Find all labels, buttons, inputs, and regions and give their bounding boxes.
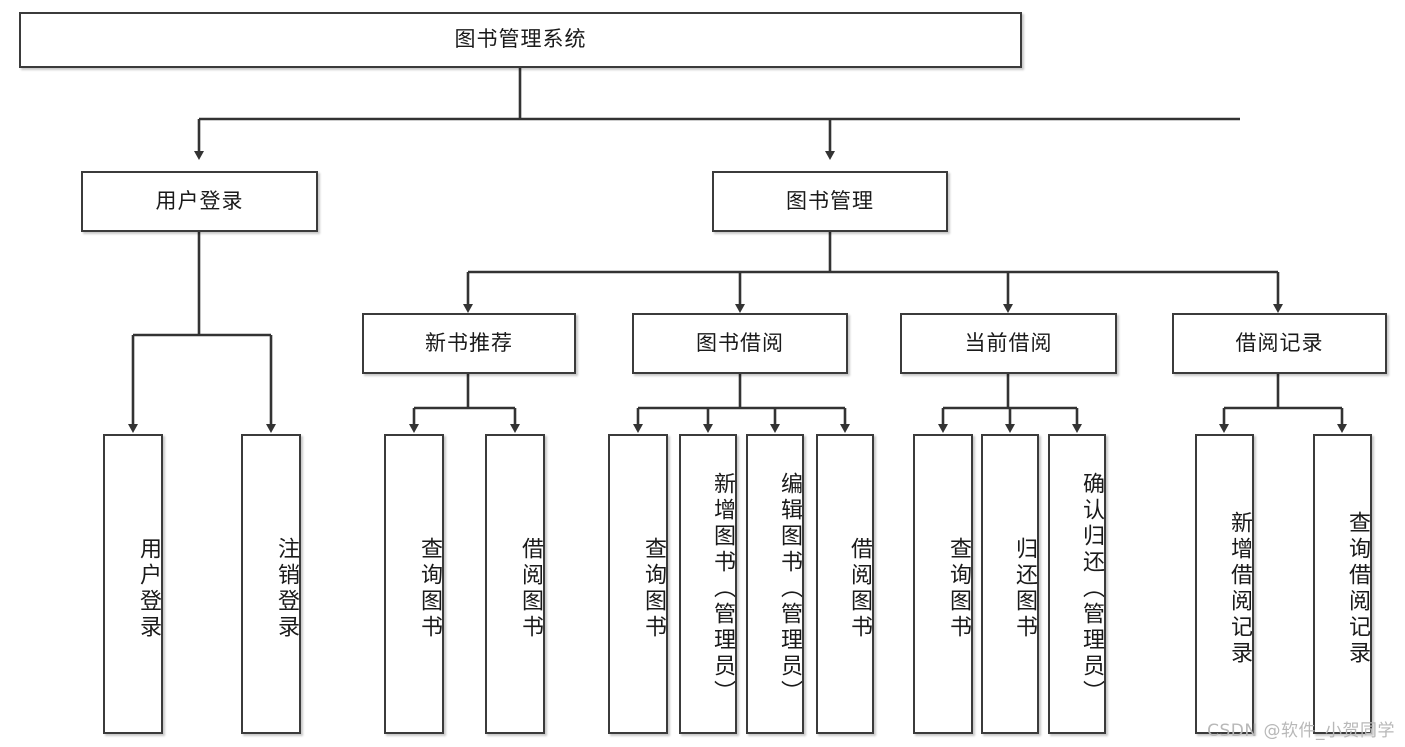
node-leaf-query-book-3-label: 查询图书 — [946, 537, 971, 641]
node-leaf-query-book-2[interactable]: 查询图书 — [608, 434, 668, 734]
node-leaf-borrow-book-1[interactable]: 借阅图书 — [485, 434, 545, 734]
node-leaf-borrow-book-1-label: 借阅图书 — [518, 537, 543, 641]
node-leaf-query-record-label: 查询借阅记录 — [1345, 511, 1370, 667]
csdn-watermark: CSDN @软件_小贺同学 — [1207, 721, 1395, 741]
node-new-book-recommend-label: 新书推荐 — [425, 330, 513, 355]
node-leaf-query-book-1[interactable]: 查询图书 — [384, 434, 444, 734]
node-leaf-logout-login[interactable]: 注销登录 — [241, 434, 301, 734]
node-leaf-edit-book-label: 编辑图书（管理员） — [777, 472, 802, 706]
node-leaf-confirm-return[interactable]: 确认归还（管理员） — [1048, 434, 1106, 734]
node-root-label: 图书管理系统 — [454, 27, 587, 52]
node-leaf-query-book-3[interactable]: 查询图书 — [913, 434, 973, 734]
node-user-login-label: 用户登录 — [155, 188, 244, 213]
node-leaf-return-book-label: 归还图书 — [1012, 537, 1037, 641]
node-leaf-query-record[interactable]: 查询借阅记录 — [1313, 434, 1372, 734]
node-leaf-query-book-2-label: 查询图书 — [641, 537, 666, 641]
node-user-login[interactable]: 用户登录 — [81, 171, 318, 232]
node-leaf-query-book-1-label: 查询图书 — [417, 537, 442, 641]
node-leaf-return-book[interactable]: 归还图书 — [981, 434, 1039, 734]
node-book-borrow-label: 图书借阅 — [696, 330, 784, 355]
node-leaf-logout-login-label: 注销登录 — [274, 537, 299, 641]
node-book-borrow[interactable]: 图书借阅 — [632, 313, 848, 374]
node-book-manage-label: 图书管理 — [786, 188, 874, 213]
node-leaf-confirm-return-label: 确认归还（管理员） — [1079, 472, 1104, 706]
node-current-borrow-label: 当前借阅 — [964, 330, 1053, 355]
node-current-borrow[interactable]: 当前借阅 — [900, 313, 1117, 374]
node-book-manage[interactable]: 图书管理 — [712, 171, 948, 232]
node-leaf-edit-book[interactable]: 编辑图书（管理员） — [746, 434, 804, 734]
node-root[interactable]: 图书管理系统 — [19, 12, 1022, 68]
node-leaf-borrow-book-2-label: 借阅图书 — [847, 537, 872, 641]
node-borrow-record-label: 借阅记录 — [1235, 330, 1324, 355]
node-leaf-borrow-book-2[interactable]: 借阅图书 — [816, 434, 874, 734]
node-leaf-user-login[interactable]: 用户登录 — [103, 434, 163, 734]
node-leaf-add-record[interactable]: 新增借阅记录 — [1195, 434, 1254, 734]
node-leaf-add-record-label: 新增借阅记录 — [1227, 511, 1252, 667]
node-borrow-record[interactable]: 借阅记录 — [1172, 313, 1387, 374]
node-leaf-user-login-label: 用户登录 — [136, 537, 161, 641]
node-leaf-add-book-label: 新增图书（管理员） — [710, 472, 735, 706]
node-new-book-recommend[interactable]: 新书推荐 — [362, 313, 576, 374]
node-leaf-add-book[interactable]: 新增图书（管理员） — [679, 434, 737, 734]
